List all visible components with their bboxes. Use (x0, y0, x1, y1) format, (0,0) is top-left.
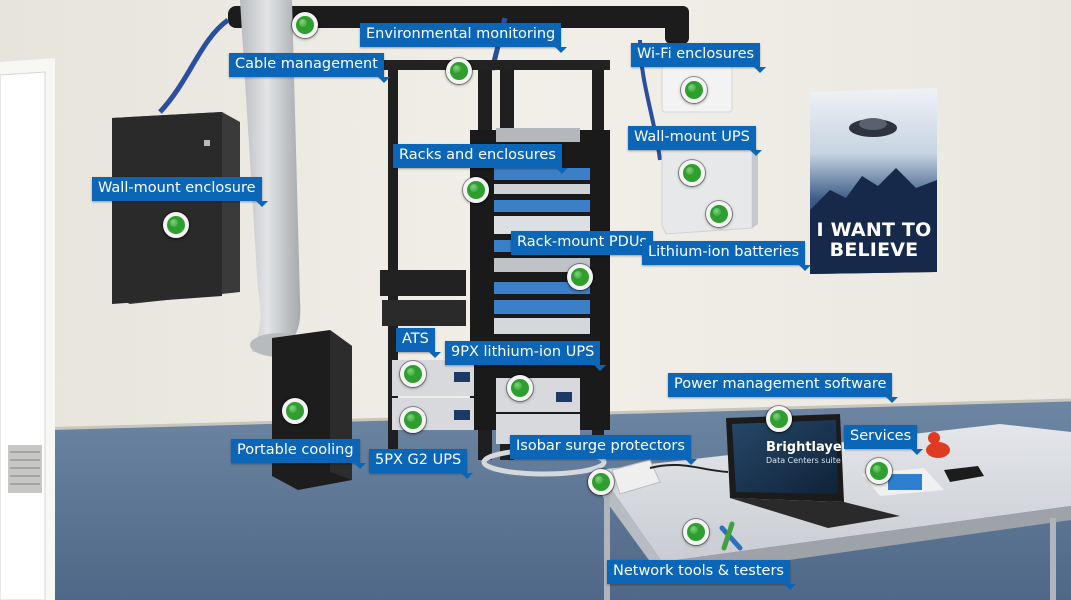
hotspot-services[interactable] (866, 458, 892, 484)
hotspot-9px-ups[interactable] (507, 375, 533, 401)
poster-text: I WANT TO BELIEVE (812, 220, 936, 260)
label-wall-mount-ups[interactable]: Wall-mount UPS (628, 126, 762, 155)
label-environmental-monitoring[interactable]: Environmental monitoring (360, 23, 568, 52)
hotspot-5px-ups[interactable] (400, 407, 426, 433)
label-network-tools[interactable]: Network tools & testers (607, 560, 796, 589)
hotspot-wall-mount-ups[interactable] (679, 160, 705, 186)
hotspot-cable-management[interactable] (292, 12, 318, 38)
hotspot-rack-mount-pdus[interactable] (567, 264, 593, 290)
hotspot-environmental-monitoring[interactable] (446, 58, 472, 84)
hotspot-power-management-software[interactable] (766, 406, 792, 432)
poster-line-2: BELIEVE (829, 239, 919, 261)
label-lithium-ion-batteries[interactable]: Lithium-ion batteries (642, 241, 812, 270)
hotspot-ats[interactable] (400, 361, 426, 387)
label-portable-cooling[interactable]: Portable cooling (231, 439, 366, 468)
poster-line-1: I WANT TO (816, 219, 932, 241)
label-power-management-software[interactable]: Power management software (668, 373, 899, 402)
label-services[interactable]: Services (844, 425, 924, 454)
label-cable-management[interactable]: Cable management (229, 53, 390, 82)
label-ats[interactable]: ATS (396, 328, 441, 357)
label-9px-ups[interactable]: 9PX lithium-ion UPS (445, 341, 607, 370)
label-racks-and-enclosures[interactable]: Racks and enclosures (393, 144, 568, 173)
label-isobar-surge-protectors[interactable]: Isobar surge protectors (510, 435, 697, 464)
label-wifi-enclosures[interactable]: Wi-Fi enclosures (631, 43, 767, 72)
hotspot-portable-cooling[interactable] (282, 398, 308, 424)
label-5px-ups[interactable]: 5PX G2 UPS (369, 449, 474, 478)
label-wall-mount-enclosure[interactable]: Wall-mount enclosure (92, 177, 268, 206)
laptop-brand-text: Brightlayer (766, 440, 849, 455)
hotspot-racks-and-enclosures[interactable] (463, 177, 489, 203)
laptop-subtitle-text: Data Centers suite (766, 456, 841, 465)
hotspot-network-tools[interactable] (683, 519, 709, 545)
hotspot-isobar-surge-protectors[interactable] (588, 469, 614, 495)
hotspot-wifi-enclosures[interactable] (681, 77, 707, 103)
label-rack-mount-pdus[interactable]: Rack-mount PDUs (511, 231, 659, 260)
hotspot-wall-mount-enclosure[interactable] (163, 212, 189, 238)
hotspot-lithium-ion-batteries[interactable] (706, 201, 732, 227)
